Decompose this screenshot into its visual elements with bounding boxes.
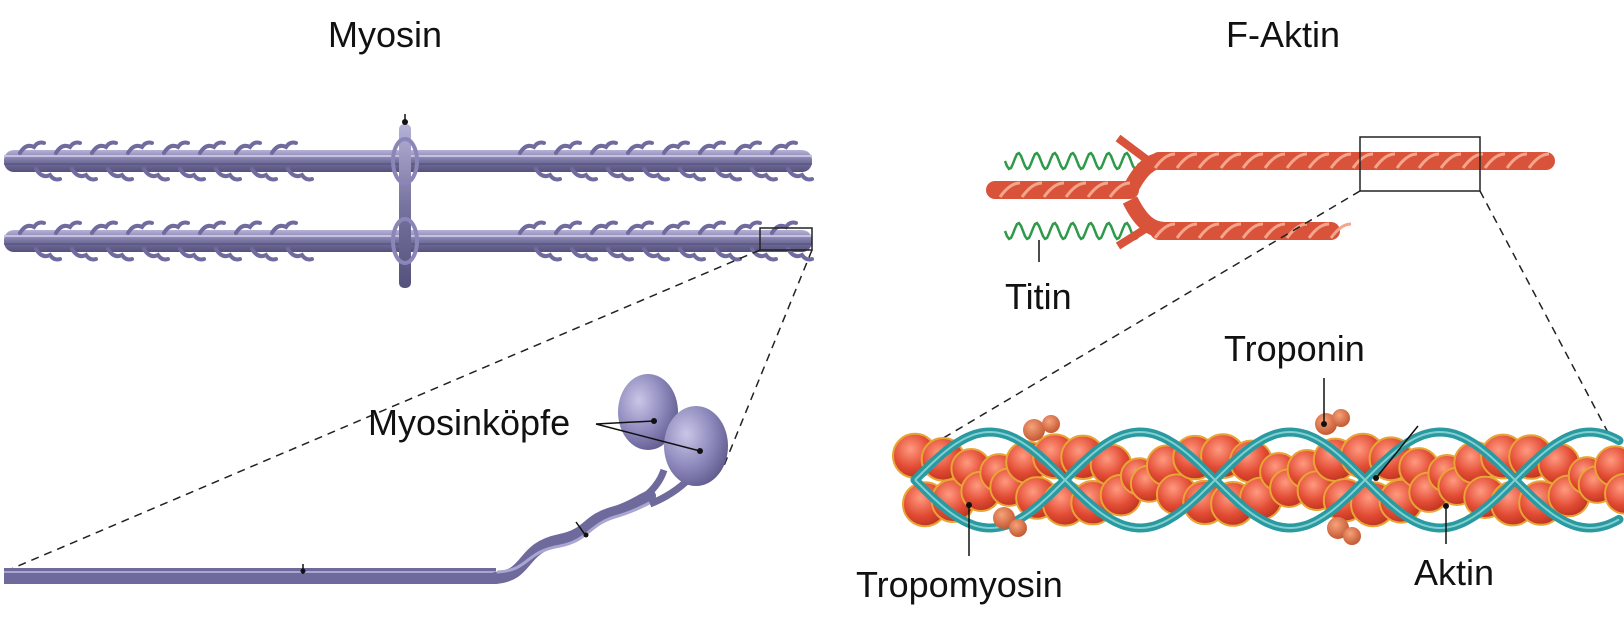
zoom-box-myosin — [759, 227, 813, 251]
label-tropomyosin: Tropomyosin — [856, 564, 1063, 605]
actin-filament-illustration — [892, 134, 1624, 556]
label-troponin: Troponin — [1224, 328, 1365, 369]
actin-helix-detail — [892, 409, 1624, 545]
label-myosinkoepfe: Myosinköpfe — [368, 402, 571, 443]
troponin-complexes — [993, 409, 1361, 545]
titin-upper — [1003, 151, 1141, 171]
label-aktin: Aktin — [1414, 552, 1495, 593]
myosin-filament-illustration — [3, 114, 814, 584]
m-line — [391, 114, 419, 288]
title-myosin: Myosin — [328, 14, 443, 55]
zoom-box-actin — [1359, 136, 1481, 192]
label-titin: Titin — [1005, 276, 1072, 317]
titin-lower — [1003, 221, 1141, 241]
title-f-aktin: F-Aktin — [1226, 14, 1341, 55]
myosin-molecule — [4, 374, 728, 584]
thin-filaments — [986, 134, 1555, 250]
